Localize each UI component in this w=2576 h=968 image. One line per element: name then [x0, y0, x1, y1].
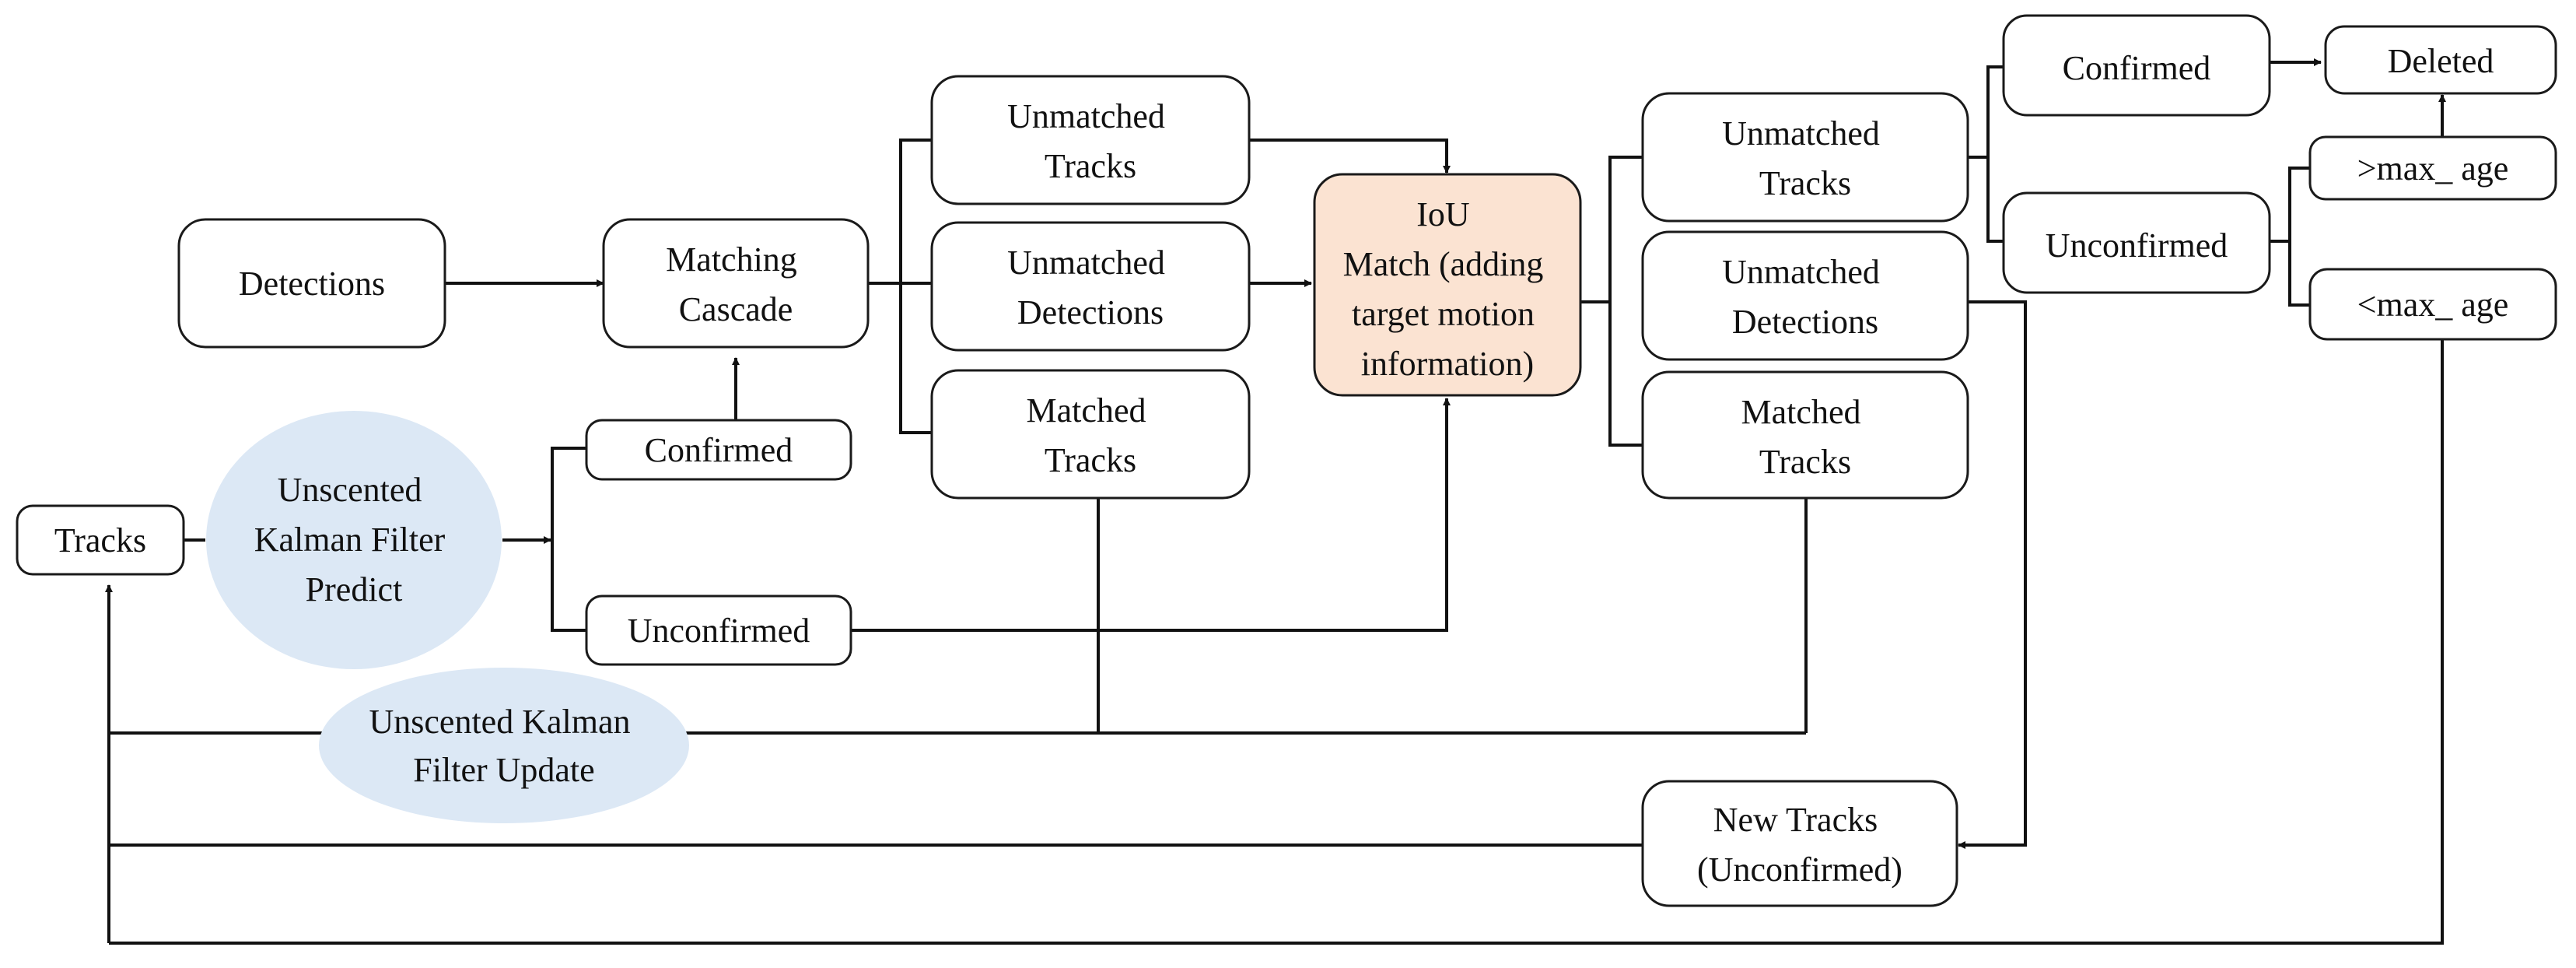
svg-text:<max_ age: <max_ age [2357, 286, 2509, 324]
svg-text:Matched Tracks: Matched Tracks [1741, 393, 1870, 481]
iou-match-line-4: information) [1361, 345, 1534, 383]
tracks-label: Tracks [54, 521, 146, 559]
arrow-unmatched-tracks-to-iou [1249, 139, 1451, 174]
unmatched-detections-1-line-1: Unmatched [1007, 244, 1165, 282]
node-detections: Detections [177, 218, 446, 349]
node-tracks: Tracks [16, 504, 185, 576]
node-confirmed-in: Confirmed [585, 419, 852, 481]
ukf-update-line-1: Unscented Kalman [369, 703, 631, 741]
unmatched-detections-1-line-2: Detections [1017, 293, 1164, 331]
detections-label: Detections [239, 265, 385, 303]
node-unconfirmed-in: Unconfirmed [585, 594, 852, 666]
node-deleted: Deleted [2324, 25, 2557, 95]
line-max-age-back [109, 339, 2444, 945]
arrow-unconfirmed-to-iou [851, 398, 1451, 632]
svg-text:Unconfirmed: Unconfirmed [2046, 226, 2228, 265]
branch-iou-outputs [1608, 156, 1643, 447]
unmatched-tracks-1-line-2: Tracks [1045, 147, 1136, 185]
svg-text:Detections: Detections [239, 265, 385, 303]
ukf-predict-line-2: Kalman Filter [254, 521, 446, 559]
branch-confirmed-unconfirmed [551, 447, 586, 632]
iou-match-line-2: Match (adding [1343, 245, 1544, 283]
svg-text:Unscented Kalman Filter: Unscented Kalman Filter Update [369, 703, 639, 789]
node-unmatched-detections-2: Unmatched Detections [1641, 230, 1969, 361]
node-matched-tracks-1: Matched Tracks [930, 369, 1251, 500]
unmatched-tracks-1-line-1: Unmatched [1007, 97, 1165, 135]
matched-tracks-1-line-1: Matched [1027, 391, 1146, 430]
svg-text:Matching Cascade: Matching Cascade [666, 240, 806, 328]
confirmed-out-label: Confirmed [2063, 49, 2211, 87]
unmatched-detections-2-line-2: Detections [1732, 303, 1878, 341]
svg-text:Tracks: Tracks [54, 521, 146, 559]
svg-text:Matched Tracks: Matched Tracks [1027, 391, 1155, 479]
arrow-unmatched-detections-to-new-tracks [1958, 300, 2027, 849]
iou-match-line-1: IoU [1416, 195, 1469, 233]
svg-text:Deleted: Deleted [2388, 42, 2494, 80]
node-gt-max-age: >max_ age [2308, 135, 2557, 201]
matched-tracks-1-line-2: Tracks [1045, 441, 1136, 479]
unmatched-tracks-2-line-1: Unmatched [1722, 114, 1880, 153]
svg-text:Confirmed: Confirmed [645, 431, 793, 469]
node-ukf-update: Unscented Kalman Filter Update [319, 668, 689, 823]
node-unmatched-tracks-2: Unmatched Tracks [1641, 92, 1969, 223]
matched-tracks-2-line-2: Tracks [1759, 443, 1851, 481]
node-unmatched-detections-1: Unmatched Detections [930, 221, 1251, 352]
new-tracks-line-2: (Unconfirmed) [1697, 851, 1902, 889]
unmatched-tracks-2-line-2: Tracks [1759, 164, 1851, 202]
node-iou-match: IoU Match (adding target motion informat… [1313, 173, 1582, 397]
node-ukf-predict: Unscented Kalman Filter Predict [206, 411, 502, 669]
unmatched-detections-2-line-1: Unmatched [1722, 253, 1880, 291]
svg-text:IoU Match (adding: IoU Match (adding target motion informat… [1343, 195, 1552, 383]
svg-text:Unconfirmed: Unconfirmed [628, 612, 810, 650]
matching-cascade-line-1: Matching [666, 240, 797, 279]
branch-max-age [2288, 167, 2310, 307]
gt-max-age-label: >max_ age [2357, 149, 2509, 188]
svg-text:Unmatched Detections: Unmatched Detections [1007, 244, 1174, 331]
node-unmatched-tracks-1: Unmatched Tracks [930, 75, 1251, 205]
svg-text:Unscented Kalman Filter: Unscented Kalman Filter Predict [254, 471, 454, 609]
svg-text:Unmatched Tracks: Unmatched Tracks [1007, 97, 1174, 185]
svg-text:New Tracks (Unconfirmed): New Tracks (Unconfirmed) [1697, 801, 1902, 889]
svg-text:Unmatched Tracks: Unmatched Tracks [1722, 114, 1888, 202]
connectors [105, 58, 2446, 945]
confirmed-in-label: Confirmed [645, 431, 793, 469]
matching-cascade-line-2: Cascade [679, 290, 793, 328]
svg-text:Confirmed: Confirmed [2063, 49, 2211, 87]
unconfirmed-in-label: Unconfirmed [628, 612, 810, 650]
iou-match-line-3: target motion [1352, 295, 1535, 333]
node-matched-tracks-2: Matched Tracks [1641, 370, 1969, 500]
matched-tracks-2-line-1: Matched [1741, 393, 1861, 431]
node-new-tracks: New Tracks (Unconfirmed) [1641, 780, 1958, 907]
new-tracks-line-1: New Tracks [1713, 801, 1878, 839]
svg-text:Unmatched Detections: Unmatched Detections [1722, 253, 1888, 341]
ukf-predict-line-1: Unscented [278, 471, 422, 509]
node-matching-cascade: Matching Cascade [602, 218, 870, 349]
node-confirmed-out: Confirmed [2002, 14, 2271, 117]
unconfirmed-out-label: Unconfirmed [2046, 226, 2228, 265]
branch-cascade-outputs [899, 139, 932, 434]
node-unconfirmed-out: Unconfirmed [2002, 191, 2271, 294]
svg-text:>max_ age: >max_ age [2357, 149, 2509, 188]
branch-track-states [1986, 65, 2004, 243]
deleted-label: Deleted [2388, 42, 2494, 80]
node-lt-max-age: <max_ age [2308, 268, 2557, 341]
lt-max-age-label: <max_ age [2357, 286, 2509, 324]
ukf-predict-line-3: Predict [306, 570, 403, 609]
ukf-update-line-2: Filter Update [413, 751, 594, 789]
